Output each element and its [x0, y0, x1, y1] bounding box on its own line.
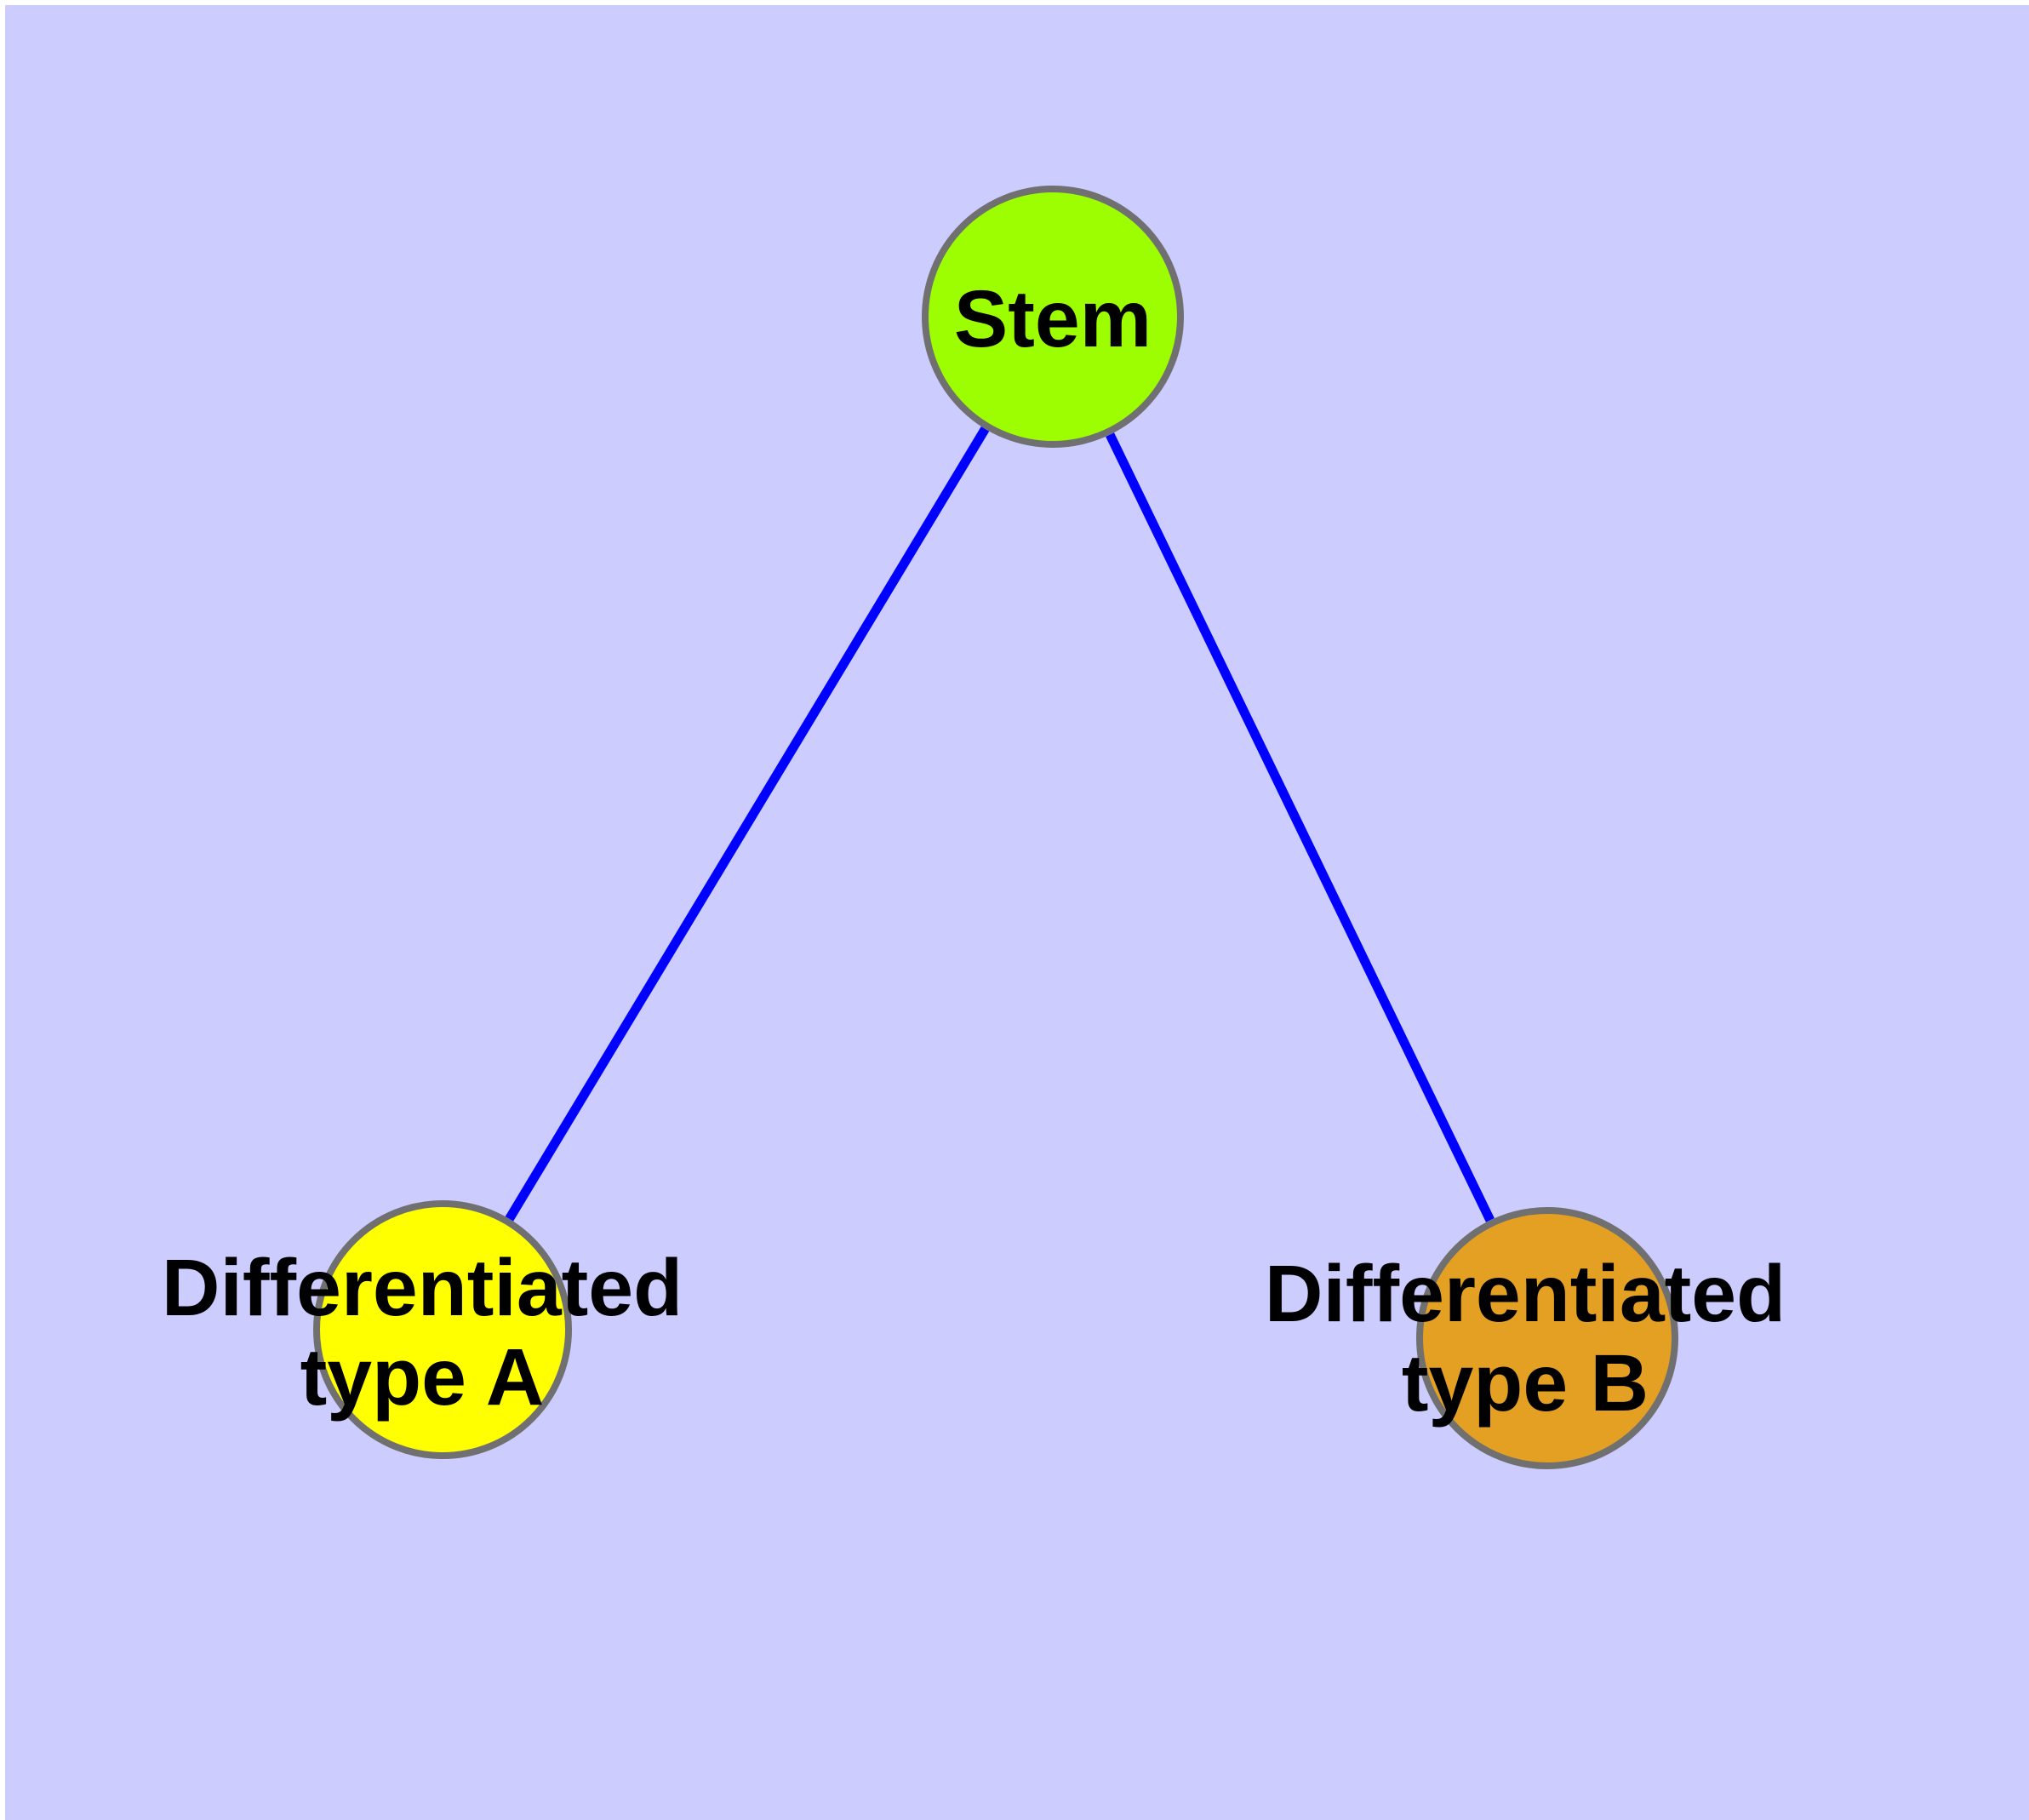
edge-layer: [505, 426, 1495, 1222]
node-differentiated-type-a-label-line-1: Differentiated: [162, 1243, 683, 1333]
node-differentiated-type-a-circle[interactable]: [313, 1200, 572, 1459]
node-layer: Stem Differentiated type A Differentiate…: [162, 186, 1786, 1469]
node-differentiated-type-b-label-line-1: Differentiated: [1265, 1249, 1786, 1339]
node-differentiated-type-b-label-line-2: type B: [1402, 1338, 1649, 1428]
node-differentiated-type-a-label-line-2: type A: [300, 1332, 545, 1422]
node-differentiated-type-b-circle[interactable]: [1416, 1207, 1678, 1469]
node-stem-circle[interactable]: [922, 186, 1184, 448]
node-stem-label-line-1: Stem: [954, 274, 1152, 364]
node-stem[interactable]: Stem: [922, 186, 1184, 448]
edge-stem-to-differentiated-b[interactable]: [1106, 432, 1495, 1222]
node-differentiated-type-b[interactable]: Differentiated type B: [1265, 1207, 1786, 1469]
node-differentiated-type-a[interactable]: Differentiated type A: [162, 1200, 683, 1459]
edge-stem-to-differentiated-a[interactable]: [505, 426, 990, 1222]
